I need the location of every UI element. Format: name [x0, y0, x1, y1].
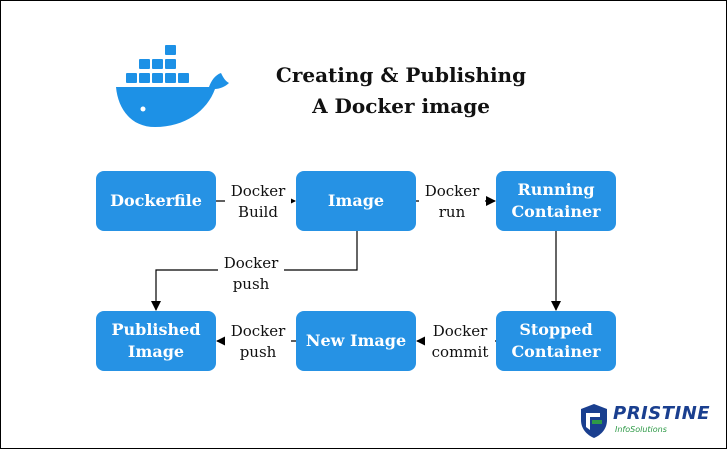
node-running-container: Running Container	[496, 171, 616, 231]
edge-label-docker-build: Docker Build	[225, 181, 291, 223]
edge-label-docker-push-1: Docker push	[218, 253, 284, 295]
edge-label-run-line-1: Docker	[424, 182, 480, 200]
edge-label-build-line-1: Docker	[230, 182, 286, 200]
edge-label-push2-line-1: Docker	[230, 322, 286, 340]
edge-label-build-line-2: Build	[238, 203, 278, 221]
node-stopped-container: Stopped Container	[496, 311, 616, 371]
node-new-image: New Image	[296, 311, 416, 371]
title-line-1: Creating & Publishing	[275, 63, 527, 87]
node-image-label: Image	[327, 191, 385, 211]
edge-label-docker-run: Docker run	[419, 181, 485, 223]
node-stopped-line-1: Stopped	[519, 320, 593, 340]
pristine-logo: PRISTINE InfoSolutions	[579, 401, 711, 441]
brand-subtitle: InfoSolutions	[615, 425, 667, 434]
edge-label-push1-line-2: push	[232, 275, 270, 293]
node-published-image: Published Image	[96, 311, 216, 371]
edge-label-commit-line-2: commit	[431, 343, 489, 361]
brand-name: PRISTINE	[613, 403, 711, 424]
edge-label-push1-line-1: Docker	[223, 254, 279, 272]
pristine-shield-icon	[581, 404, 607, 438]
node-dockerfile-label: Dockerfile	[110, 191, 202, 211]
edge-label-push2-line-2: push	[239, 343, 277, 361]
node-published-line-2: Image	[127, 342, 185, 361]
node-dockerfile: Dockerfile	[96, 171, 216, 231]
edge-label-run-line-2: run	[438, 203, 466, 221]
node-running-line-1: Running	[517, 180, 595, 200]
edge-label-docker-commit: Docker commit	[425, 321, 495, 363]
node-new-image-label: New Image	[305, 331, 407, 351]
node-stopped-line-2: Container	[511, 342, 601, 361]
edge-label-commit-line-1: Docker	[432, 322, 488, 340]
node-published-line-1: Published	[111, 320, 201, 340]
title-line-2: A Docker image	[312, 94, 490, 118]
docker-whale-icon	[116, 45, 229, 127]
node-image: Image	[296, 171, 416, 231]
node-running-line-2: Container	[511, 202, 601, 221]
edge-label-docker-push-2: Docker push	[225, 321, 291, 363]
